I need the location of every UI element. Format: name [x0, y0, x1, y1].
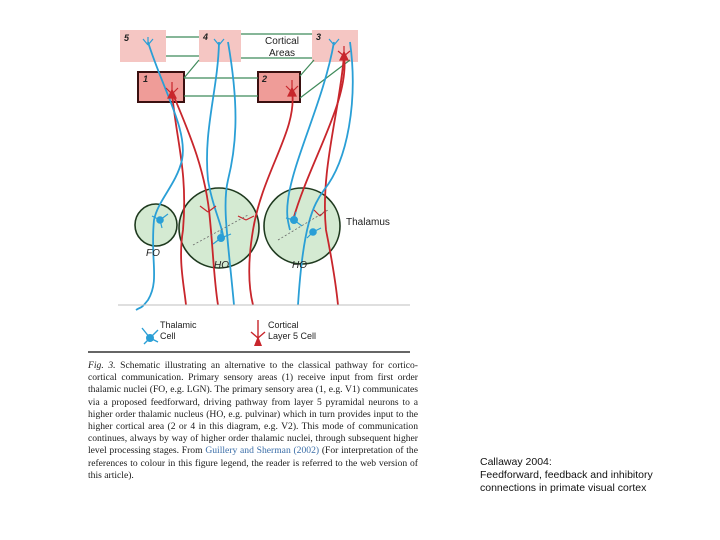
caption-tail: (For interpretation of the references to… [88, 445, 418, 481]
figure-caption: Fig. 3. Schematic illustrating an altern… [88, 360, 418, 482]
cortical-areas-label-line2: Areas [269, 48, 295, 59]
caption-body: Schematic illustrating an alternative to… [88, 360, 418, 457]
nucleus-ho-left [178, 187, 260, 269]
cortical-areas-label-line1: Cortical [265, 36, 299, 47]
caption-label: Fig. 3. [88, 360, 116, 371]
schematic-figure: 5 4 3 1 2 Cortical Areas Thalamus FO HO … [88, 20, 418, 360]
thalamus-label: Thalamus [346, 217, 390, 228]
nucleus-fo [134, 203, 178, 247]
area-4-box [199, 30, 241, 62]
area-3-label: 3 [316, 32, 321, 42]
area-5-box [120, 30, 166, 62]
thalamic-projections [135, 41, 354, 311]
legend: Thalamic Cell Cortical Layer 5 Cell [141, 320, 316, 346]
nucleus-details [192, 209, 329, 246]
side-note: Callaway 2004: Feedforward, feedback and… [480, 456, 710, 495]
area-4-label: 4 [202, 32, 208, 42]
ho-right-label: HO [292, 260, 307, 271]
caption-citation-link[interactable]: Guillery and Sherman (2002) [205, 445, 320, 457]
schematic-diagram: 5 4 3 1 2 Cortical Areas Thalamus FO HO … [88, 30, 410, 353]
cortical-cells [165, 46, 351, 221]
area-5-label: 5 [124, 33, 130, 43]
area-2-label: 2 [261, 74, 267, 84]
area-1-label: 1 [143, 74, 148, 84]
side-note-line3: connections in primate visual cortex [480, 482, 647, 494]
legend-cortical-line1: Cortical [268, 320, 299, 330]
cortical-cell-legend-icon [250, 320, 266, 346]
fo-label: FO [146, 248, 160, 259]
legend-thalamic-line2: Cell [160, 331, 176, 341]
side-note-line2: Feedforward, feedback and inhibitory [480, 469, 653, 481]
thalamic-cell-legend-icon [141, 327, 159, 345]
legend-cortical-line2: Layer 5 Cell [268, 331, 316, 341]
thalamic-cells [142, 37, 340, 245]
side-note-line1: Callaway 2004: [480, 456, 552, 468]
legend-thalamic-line1: Thalamic [160, 320, 197, 330]
ho-left-label: HO [214, 260, 229, 271]
